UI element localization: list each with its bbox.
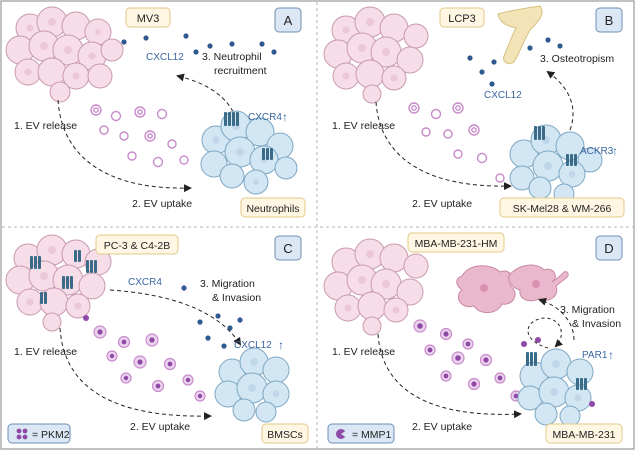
ev-vesicles-with-pkm2 (83, 315, 206, 402)
ev-vesicles (90, 104, 189, 168)
ev-vesicles-with-mmp1 (413, 319, 522, 402)
pkm2-icon (16, 428, 28, 440)
source-tumor-cluster (5, 6, 124, 103)
mmp1-dots (521, 337, 595, 407)
source-label: MV3 (137, 13, 160, 25)
uptake-label: 2. EV uptake (130, 421, 190, 433)
autocrine-loop-arrow (527, 317, 564, 349)
panel-c: PC-3 & C4-2B C CXCR4 3. Migration & Inva… (5, 234, 309, 444)
ligand-dots (197, 313, 243, 349)
uptake-label: 2. EV uptake (412, 198, 472, 210)
release-label: 1. EV release (14, 346, 77, 358)
receptor-label: CXCR4 (248, 112, 282, 123)
ev-vesicles (408, 102, 505, 183)
receptor-icon (566, 154, 577, 166)
target-label: SK-Mel28 & WM-266 (513, 203, 612, 215)
recruitment-arrow (176, 73, 237, 119)
uptake-label: 2. EV uptake (132, 198, 192, 210)
mmp1-icon (336, 429, 347, 439)
panel-letter: B (605, 13, 614, 28)
source-label-box (439, 7, 485, 28)
release-label: 1. EV release (332, 346, 395, 358)
receptor-icon (526, 352, 537, 366)
ligand-dots (121, 33, 277, 55)
source-tumor-cluster (5, 234, 112, 332)
target-label-box (240, 197, 306, 218)
legend-label: = PKM2 (32, 429, 70, 441)
panel-b: LCP3 B CXCL12 3. Osteotropism 1. EV rele… (323, 5, 625, 218)
receptor-icon (534, 126, 545, 140)
target-label: MBA-MB-231 (552, 429, 615, 441)
step3-line-1: 3. Migration (200, 278, 255, 290)
source-tumor-cluster (323, 238, 429, 336)
panel-letter-box (274, 235, 302, 261)
panel-d: MBA-MB-231-HM D 3. Migration & Invasion (323, 232, 623, 444)
upregulated-arrow-icon: ↑ (608, 348, 614, 362)
panel-letter: A (284, 13, 293, 28)
receptor-icon (262, 148, 273, 160)
panel-letter-box (595, 235, 623, 261)
uptake-arrow (377, 333, 522, 419)
source-tumor-cluster (323, 6, 429, 104)
step3-line-2: recruitment (214, 65, 267, 77)
ligand-dots (467, 37, 563, 87)
legend-label: = MMP1 (352, 429, 392, 441)
source-label-box (407, 232, 505, 253)
receptor-icon (576, 378, 587, 390)
bone-icon (497, 5, 543, 65)
target-cell-cluster (214, 347, 290, 423)
receptor-label: CXCR4 (128, 277, 162, 288)
ligand-label: CXCL12 (146, 52, 184, 63)
source-label: LCP3 (448, 13, 476, 25)
uptake-arrow (59, 327, 212, 421)
step3-line-1: 3. Neutrophil (202, 51, 262, 63)
target-label-box (545, 423, 623, 444)
ligand-label: CXCL12 (234, 340, 272, 351)
panel-letter-box (274, 7, 302, 33)
panel-a: MV3 A CXCL12 3. Neutrophil recruitment 1… (5, 6, 306, 218)
release-label: 1. EV release (332, 120, 395, 132)
uptake-arrow (375, 101, 512, 191)
invading-cells (456, 264, 569, 313)
target-label-box (261, 423, 309, 444)
source-label: MBA-MB-231-HM (415, 238, 498, 250)
step3-line-1: 3. Osteotropism (540, 53, 614, 65)
source-label: PC-3 & C4-2B (104, 240, 171, 252)
uptake-label: 2. EV uptake (412, 421, 472, 433)
upregulated-arrow-icon: ↑ (282, 110, 288, 124)
target-label: BMSCs (267, 429, 303, 441)
target-cell-cluster (509, 124, 603, 205)
panel-letter-box (595, 7, 623, 33)
step3-line-2: & Invasion (212, 292, 261, 304)
upregulated-arrow-icon: ↑ (612, 144, 618, 158)
ligand-label: CXCL12 (484, 90, 522, 101)
receptor-icon (224, 112, 239, 126)
release-label: 1. EV release (14, 120, 77, 132)
legend-box (327, 423, 395, 444)
panel-letter: C (283, 241, 292, 256)
receptor-label: PAR1 (582, 350, 608, 361)
target-label-box (499, 197, 625, 218)
panel-letter: D (604, 241, 613, 256)
ligand-dot (181, 285, 187, 291)
step3-line-1: 3. Migration (560, 304, 615, 316)
step3-line-2: & Invasion (572, 318, 621, 330)
upregulated-arrow-icon: ↑ (278, 338, 284, 352)
migration-arrow (538, 297, 575, 341)
source-label-box (125, 7, 171, 28)
uptake-arrow (57, 99, 192, 193)
source-label-box (95, 234, 179, 255)
target-label: Neutrophils (246, 203, 299, 215)
osteotropism-arrow (546, 70, 574, 131)
receptor-label: ACKR3 (580, 146, 614, 157)
